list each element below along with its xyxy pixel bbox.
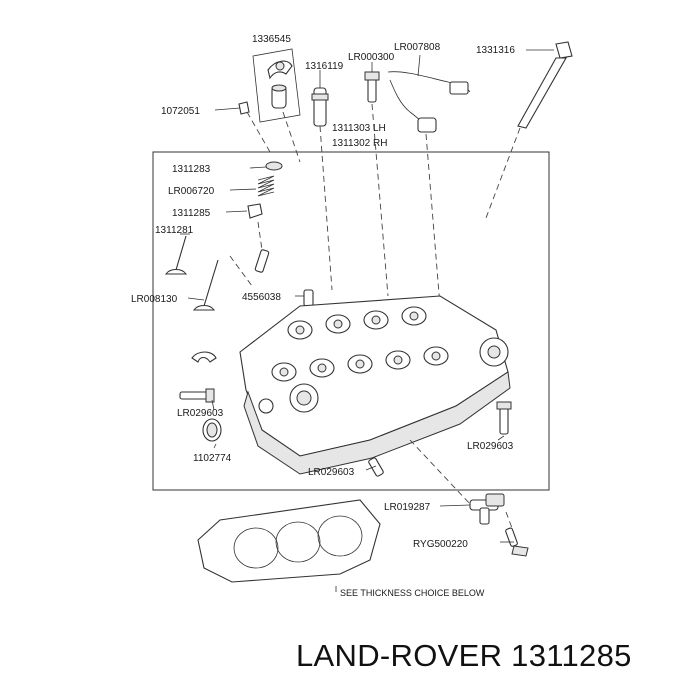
label-1316119: 1316119	[305, 61, 344, 72]
valve-collet-1311283	[249, 161, 283, 171]
label-LR000300: LR000300	[348, 52, 395, 63]
valve-guide	[254, 249, 270, 273]
half-moon-seal	[191, 351, 217, 363]
label-LR006720: LR006720	[168, 186, 215, 197]
gasket-note: SEE THICKNESS CHOICE BELOW	[340, 588, 485, 598]
head-gasket	[197, 499, 381, 592]
label-1102774: 1102774	[193, 453, 232, 464]
seal-ring-1102774	[202, 418, 222, 449]
sensor-harness-LR007808	[387, 54, 471, 133]
label-LR008130: LR008130	[131, 294, 178, 305]
bolt-4556038	[295, 289, 314, 307]
label-1311302: 1311302 RH	[332, 138, 387, 149]
valve-seal-1311285	[225, 203, 263, 219]
label-RYG500220: RYG500220	[413, 539, 468, 550]
bolt-LR000300	[364, 62, 380, 103]
label-4556038: 4556038	[242, 292, 281, 303]
label-1072051: 1072051	[161, 106, 200, 117]
label-LR019287: LR019287	[384, 502, 431, 513]
sensor-LR019287	[439, 493, 505, 525]
label-LR029603-bottom: LR029603	[308, 467, 355, 478]
part-caption: LAND-ROVER 1311285	[296, 638, 632, 673]
label-1336545: 1336545	[252, 34, 291, 45]
bolt-LR029603-left	[179, 388, 215, 411]
bolt-LR029603-bottom	[365, 457, 384, 477]
label-LR007808: LR007808	[394, 42, 441, 53]
plug-1316119	[311, 70, 329, 127]
label-1311281: 1311281	[155, 225, 194, 236]
clip-1072051	[214, 101, 271, 153]
rocker-arm-group	[252, 48, 301, 123]
label-1311283: 1311283	[172, 164, 211, 175]
bolt-RYG500220	[500, 511, 529, 557]
label-1311303: 1311303 LH	[332, 123, 386, 134]
head-bolt-1331316	[485, 41, 573, 219]
cylinder-head-body	[239, 295, 511, 475]
label-LR029603-left: LR029603	[177, 408, 224, 419]
valve-1311281	[164, 233, 190, 275]
bolt-LR029603-right	[496, 401, 512, 441]
label-1311285: 1311285	[172, 208, 211, 219]
seal-262	[258, 398, 274, 414]
label-1331316: 1331316	[476, 45, 515, 56]
valve-spring-LR006720	[229, 175, 275, 197]
cam-journals	[271, 306, 449, 382]
assembly-frame	[152, 151, 550, 491]
valve-LR008130	[187, 259, 219, 311]
label-LR029603-right: LR029603	[467, 441, 514, 452]
